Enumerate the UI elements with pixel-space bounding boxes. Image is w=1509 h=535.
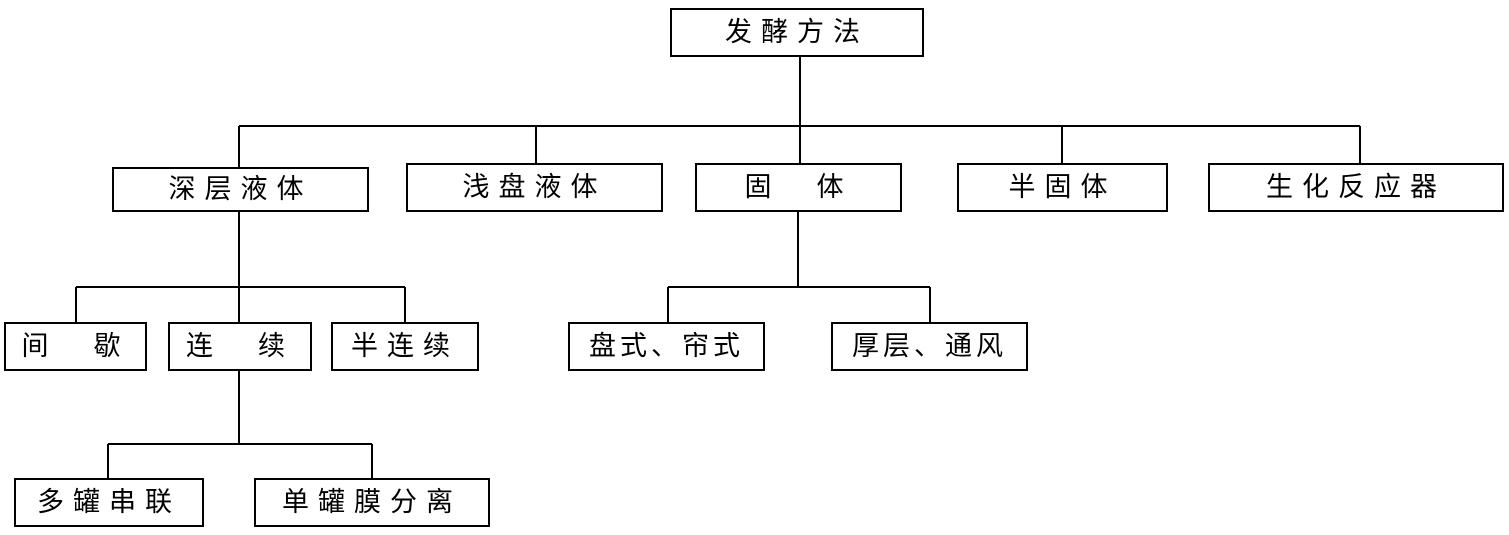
node-batch: 间 歇 — [4, 322, 147, 371]
node-bioreactor-label: 生化反应器 — [1266, 172, 1446, 203]
node-thick-layer-label: 厚层、通风 — [852, 331, 1007, 362]
node-root: 发酵方法 — [670, 8, 924, 57]
node-shallow-liquid: 浅盘液体 — [406, 163, 663, 212]
node-multi-tank: 多罐串联 — [14, 478, 204, 527]
node-solid: 固 体 — [695, 163, 902, 212]
node-deep-liquid-label: 深层液体 — [168, 174, 313, 205]
node-tray-curtain-label: 盘式、帘式 — [589, 331, 744, 362]
node-multi-tank-label: 多罐串联 — [37, 487, 181, 518]
node-deep-liquid: 深层液体 — [112, 167, 369, 212]
node-thick-layer: 厚层、通风 — [831, 322, 1028, 371]
node-continuous-label: 连 续 — [186, 331, 294, 362]
node-continuous: 连 续 — [168, 322, 312, 371]
node-root-label: 发酵方法 — [725, 17, 869, 48]
node-semi-continuous: 半连续 — [331, 322, 479, 371]
node-batch-label: 间 歇 — [21, 331, 130, 362]
node-shallow-liquid-label: 浅盘液体 — [462, 172, 607, 203]
node-single-tank-membrane: 单罐膜分离 — [254, 478, 490, 527]
node-bioreactor: 生化反应器 — [1208, 163, 1504, 212]
node-semi-continuous-label: 半连续 — [351, 331, 459, 362]
node-semi-solid-label: 半固体 — [1008, 172, 1117, 203]
node-solid-label: 固 体 — [744, 172, 853, 203]
node-semi-solid: 半固体 — [957, 163, 1168, 212]
node-tray-curtain: 盘式、帘式 — [568, 322, 765, 371]
node-single-tank-membrane-label: 单罐膜分离 — [282, 487, 462, 518]
